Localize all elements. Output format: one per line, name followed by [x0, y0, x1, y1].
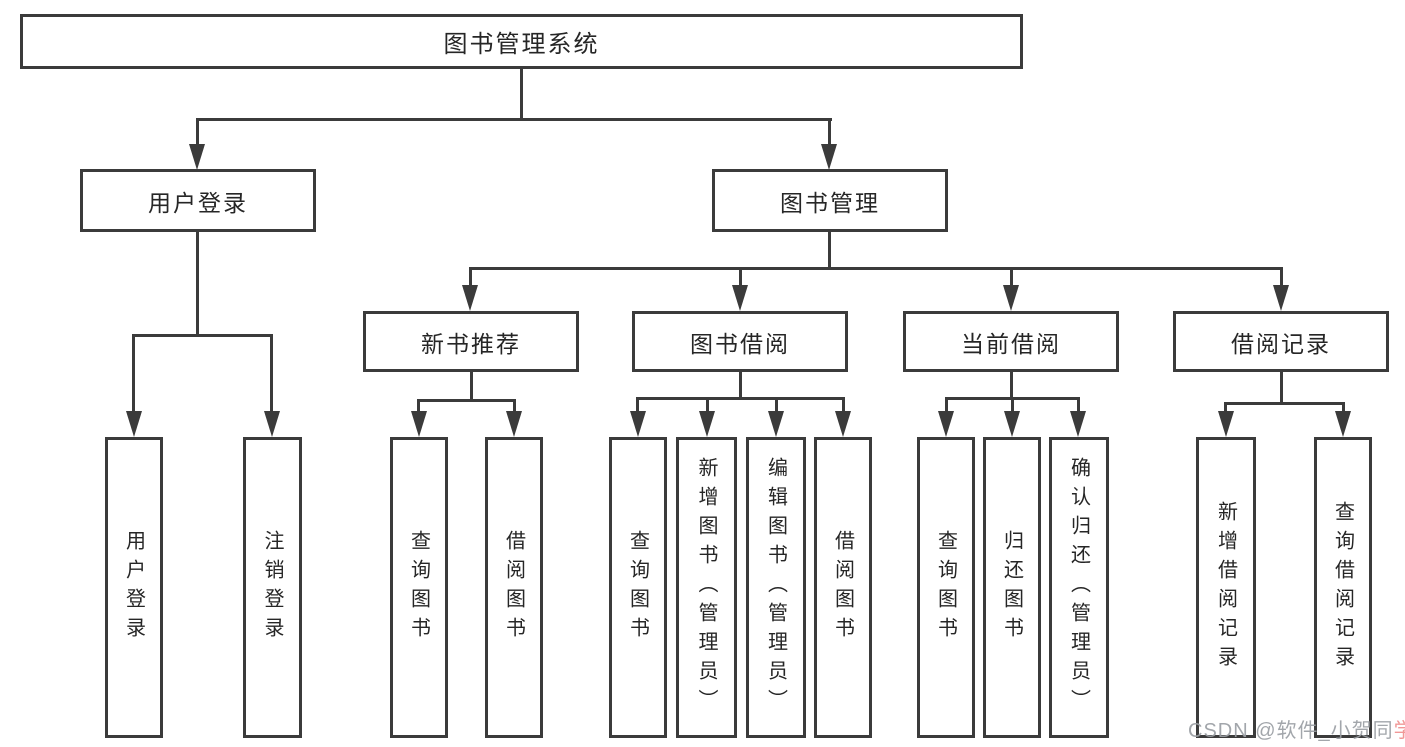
node-library-management-system: 图书管理系统 — [20, 14, 1023, 69]
connector-line — [132, 334, 135, 414]
connector-line — [513, 399, 516, 413]
connector-line — [945, 397, 948, 413]
connector-line — [132, 334, 273, 337]
node-borrow-record: 借阅记录 — [1173, 311, 1389, 372]
connector-line — [1011, 397, 1014, 413]
connector-line — [520, 69, 523, 120]
connector-line — [270, 334, 273, 414]
arrowhead-down — [506, 411, 522, 437]
leaf-edit-books-admin: 编辑图书（管理员） — [746, 437, 806, 738]
node-new-book-recommend: 新书推荐 — [363, 311, 579, 372]
arrowhead-down — [1218, 411, 1234, 437]
connector-line — [828, 118, 831, 146]
connector-line — [1224, 402, 1345, 405]
leaf-return-books: 归还图书 — [983, 437, 1041, 738]
node-book-borrow: 图书借阅 — [632, 311, 848, 372]
connector-line — [775, 397, 778, 413]
connector-line — [1342, 402, 1345, 413]
arrowhead-down — [264, 411, 280, 437]
arrowhead-down — [699, 411, 715, 437]
connector-line — [706, 397, 709, 413]
connector-line — [469, 267, 472, 289]
leaf-add-borrow-record: 新增借阅记录 — [1196, 437, 1256, 738]
connector-line — [636, 397, 639, 413]
connector-line — [1280, 372, 1283, 405]
connector-line — [417, 399, 516, 402]
arrowhead-down — [1004, 411, 1020, 437]
connector-line — [1280, 267, 1283, 289]
arrowhead-down — [411, 411, 427, 437]
arrowhead-down — [732, 285, 748, 311]
leaf-query-books-borrow: 查询图书 — [609, 437, 667, 738]
connector-line — [828, 232, 831, 270]
connector-line — [470, 372, 473, 402]
connector-line — [196, 118, 199, 146]
node-user-login: 用户登录 — [80, 169, 316, 232]
connector-line — [1010, 372, 1013, 400]
arrowhead-down — [938, 411, 954, 437]
csdn-watermark: CSDN @软件_小贺同学 — [1188, 714, 1405, 743]
connector-line — [1010, 267, 1013, 289]
connector-line — [196, 232, 199, 337]
leaf-query-books-recommend: 查询图书 — [390, 437, 448, 738]
leaf-borrow-books: 借阅图书 — [814, 437, 872, 738]
connector-line — [842, 397, 845, 413]
leaf-query-borrow-record: 查询借阅记录 — [1314, 437, 1372, 738]
connector-line — [1224, 402, 1227, 413]
connector-line — [469, 267, 1283, 270]
watermark-text-gray: CSDN @软件_小贺同 — [1188, 720, 1394, 742]
node-book-management: 图书管理 — [712, 169, 948, 232]
arrowhead-down — [835, 411, 851, 437]
leaf-borrow-books-recommend: 借阅图书 — [485, 437, 543, 738]
connector-line — [417, 399, 420, 413]
arrowhead-down — [189, 144, 205, 170]
leaf-query-books-current: 查询图书 — [917, 437, 975, 738]
connector-line — [739, 372, 742, 400]
connector-line — [1077, 397, 1080, 413]
leaf-confirm-return-admin: 确认归还（管理员） — [1049, 437, 1109, 738]
leaf-user-login: 用户登录 — [105, 437, 163, 738]
connector-line — [739, 267, 742, 289]
leaf-add-books-admin: 新增图书（管理员） — [676, 437, 737, 738]
node-current-borrow: 当前借阅 — [903, 311, 1119, 372]
connector-line — [196, 118, 832, 121]
leaf-logout: 注销登录 — [243, 437, 302, 738]
watermark-text-red: 学 — [1393, 720, 1405, 742]
arrowhead-down — [1003, 285, 1019, 311]
arrowhead-down — [630, 411, 646, 437]
arrowhead-down — [1335, 411, 1351, 437]
arrowhead-down — [126, 411, 142, 437]
arrowhead-down — [821, 144, 837, 170]
arrowhead-down — [768, 411, 784, 437]
arrowhead-down — [462, 285, 478, 311]
arrowhead-down — [1070, 411, 1086, 437]
connector-line — [636, 397, 845, 400]
arrowhead-down — [1273, 285, 1289, 311]
